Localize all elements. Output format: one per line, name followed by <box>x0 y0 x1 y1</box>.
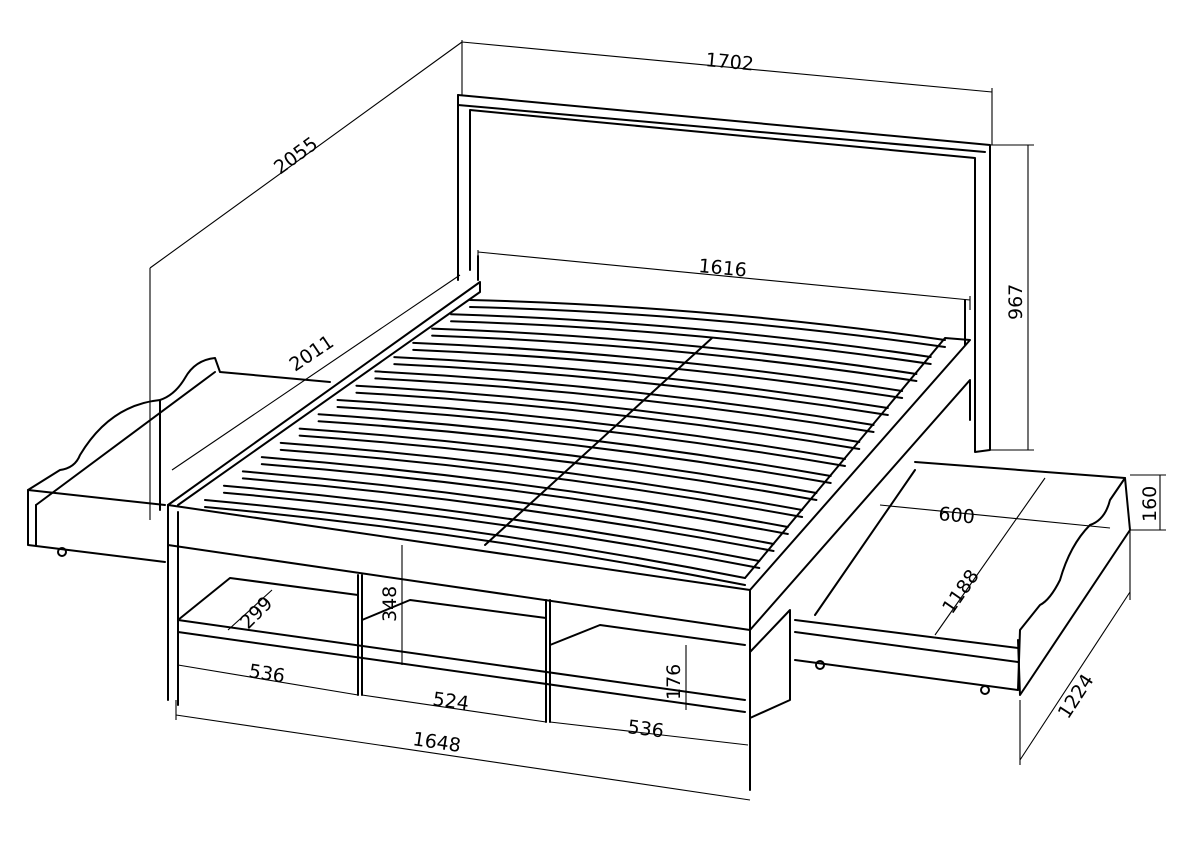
dim-536-right: 536 <box>626 716 665 742</box>
slat <box>431 334 918 382</box>
slat <box>260 456 789 528</box>
dim-600: 600 <box>938 503 976 528</box>
bed-frame <box>167 281 971 791</box>
dim-524: 524 <box>431 688 470 715</box>
left-drawer <box>27 357 331 563</box>
slat <box>336 399 846 460</box>
dim-1224: 1224 <box>1054 670 1099 723</box>
slat <box>279 448 804 518</box>
slat <box>393 363 889 416</box>
slats <box>204 299 946 586</box>
slat <box>431 327 918 375</box>
slat <box>469 299 946 341</box>
slat-center-rail <box>484 337 713 546</box>
slat <box>393 356 889 409</box>
slat <box>469 306 946 348</box>
slat <box>412 341 904 392</box>
slat <box>241 477 775 552</box>
slat <box>204 506 746 586</box>
slat <box>298 427 818 494</box>
slat <box>222 491 761 569</box>
slat <box>204 499 746 579</box>
dim-1702: 1702 <box>705 49 755 75</box>
dim-967: 967 <box>1005 284 1027 320</box>
slat <box>374 377 875 433</box>
slat <box>336 406 846 467</box>
slat <box>412 348 904 399</box>
slat <box>374 370 875 426</box>
slat <box>317 420 832 484</box>
slat <box>298 434 818 501</box>
slat <box>355 391 861 450</box>
dim-176: 176 <box>663 664 685 700</box>
slat <box>241 470 775 545</box>
dim-1648: 1648 <box>411 728 462 757</box>
dim-2011: 2011 <box>285 331 337 376</box>
dim-348: 348 <box>379 586 401 622</box>
dim-299: 299 <box>236 592 277 633</box>
dim-160: 160 <box>1139 486 1161 522</box>
slat <box>222 484 761 562</box>
slat <box>450 313 932 358</box>
slat <box>317 413 832 477</box>
dim-1188: 1188 <box>938 566 984 618</box>
slat <box>260 463 789 535</box>
slat <box>450 320 932 365</box>
slat <box>355 384 861 443</box>
dim-1616: 1616 <box>698 255 748 282</box>
slat <box>279 441 804 511</box>
dim-2055: 2055 <box>270 133 322 179</box>
dim-536-left: 536 <box>247 660 286 687</box>
dimension-lines <box>149 40 1166 801</box>
